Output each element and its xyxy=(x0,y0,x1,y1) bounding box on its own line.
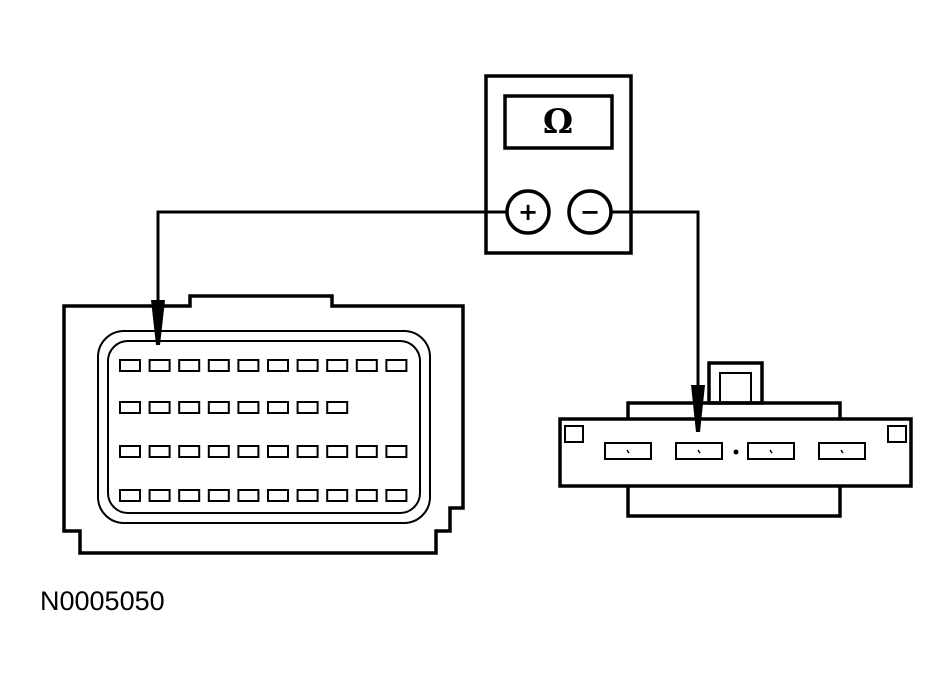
connector-pin xyxy=(385,489,408,502)
connector-outer-seal xyxy=(97,330,431,524)
connector-pin xyxy=(119,401,141,414)
connector-pin xyxy=(119,489,141,502)
connector-pin xyxy=(385,445,408,458)
connector-pin xyxy=(178,359,201,372)
small-connector-latch-window xyxy=(719,372,752,404)
connector-pin xyxy=(326,359,349,372)
connector-pin xyxy=(148,401,171,414)
connector-pin xyxy=(237,359,260,372)
negative-test-lead xyxy=(611,210,700,385)
positive-terminal-label: + xyxy=(518,198,538,226)
large-connector-housing xyxy=(62,294,465,555)
connector-pin xyxy=(296,445,319,458)
small-connector-pins xyxy=(604,442,866,460)
ohmmeter-body xyxy=(484,74,633,255)
connector-pin xyxy=(178,401,201,414)
connector-pin xyxy=(385,359,408,372)
ohmmeter-display xyxy=(503,94,614,150)
connector-pin xyxy=(326,401,349,414)
small-connector xyxy=(558,361,913,518)
small-connector-center-dot xyxy=(733,449,739,455)
connector-pin xyxy=(267,445,289,458)
connector-pin xyxy=(207,359,230,372)
connector-pin xyxy=(296,359,319,372)
connector-pin xyxy=(237,445,260,458)
connector-pin xyxy=(207,445,230,458)
small-connector-latch xyxy=(707,361,764,405)
small-connector-pin-mark xyxy=(840,449,844,454)
connector-pin xyxy=(148,359,171,372)
negative-terminal-label: − xyxy=(580,198,600,226)
small-connector-pin-mark xyxy=(697,449,701,454)
connector-pin xyxy=(267,489,289,502)
positive-test-lead xyxy=(156,210,507,300)
connector-pin-rows xyxy=(119,359,408,502)
connector-pin xyxy=(119,359,141,372)
connector-pin xyxy=(326,445,349,458)
connector-pin xyxy=(237,401,260,414)
connector-pin xyxy=(267,401,289,414)
connector-pin xyxy=(237,489,260,502)
connector-pin xyxy=(178,445,201,458)
ohmmeter: Ω + − xyxy=(484,74,633,255)
connector-pin xyxy=(355,359,378,372)
connector-pin xyxy=(326,489,349,502)
connector-inner-seal xyxy=(107,340,421,514)
connector-pin xyxy=(355,489,378,502)
connector-pin xyxy=(119,445,141,458)
small-connector-right-key xyxy=(887,425,907,443)
connector-pin xyxy=(296,489,319,502)
small-connector-pin-mark xyxy=(626,449,630,454)
connector-pin xyxy=(355,445,378,458)
connector-pin xyxy=(207,489,230,502)
positive-probe-tip xyxy=(151,300,165,345)
small-connector-left-key xyxy=(564,425,584,443)
connector-pin xyxy=(148,445,171,458)
figure-id: N0005050 xyxy=(40,586,165,616)
connector-pin xyxy=(148,489,171,502)
small-connector-pin-mark xyxy=(769,449,773,454)
connector-pin xyxy=(296,401,319,414)
connector-pin xyxy=(207,401,230,414)
connector-pin xyxy=(267,359,289,372)
negative-probe-tip xyxy=(691,385,705,432)
ohm-symbol: Ω xyxy=(543,102,573,142)
large-connector xyxy=(62,294,465,555)
connector-pin xyxy=(178,489,201,502)
